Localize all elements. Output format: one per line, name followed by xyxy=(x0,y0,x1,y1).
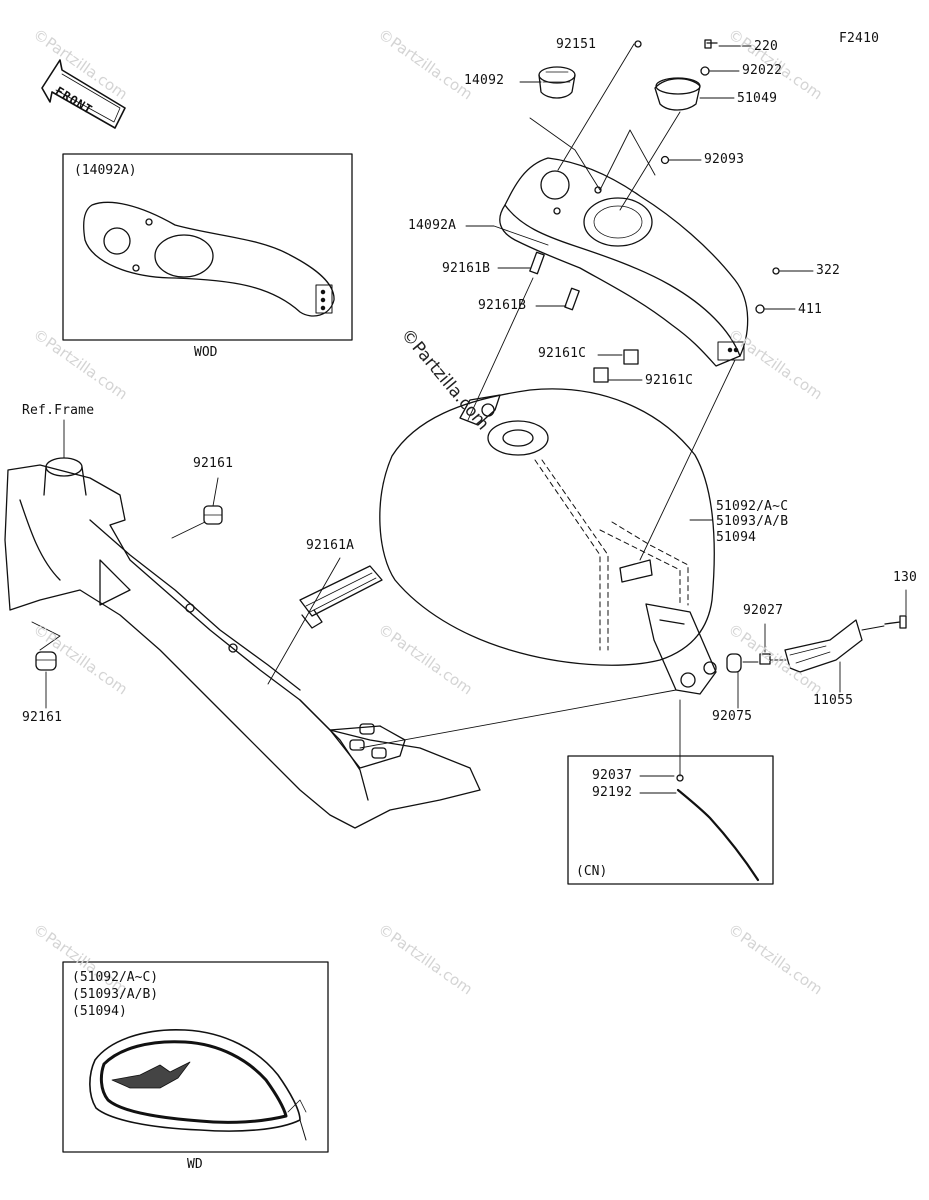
inset-wd-line3: (51094) xyxy=(72,1004,127,1019)
pad-92161a-part xyxy=(299,565,383,629)
label-51093: 51093/A/B xyxy=(716,514,789,529)
tank-bracket-part xyxy=(645,603,717,695)
label-11055: 11055 xyxy=(813,693,854,708)
tank-cover-14092a-part xyxy=(499,157,749,367)
label-92161a: 92161A xyxy=(306,538,355,553)
label-411: 411 xyxy=(798,302,823,317)
label-92161-bottom: 92161 xyxy=(22,710,63,725)
inset-wod-title: (14092A) xyxy=(74,163,137,178)
label-130: 130 xyxy=(893,570,918,585)
grommet-92075 xyxy=(726,653,742,673)
pad-92161c-1 xyxy=(623,349,639,365)
mount-rubber-92161-top xyxy=(203,505,223,525)
label-92151: 92151 xyxy=(556,37,597,52)
washer-411 xyxy=(755,304,765,314)
diagram-code: F2410 xyxy=(839,31,880,46)
hose-92192 xyxy=(676,788,760,882)
label-92037: 92037 xyxy=(592,768,633,783)
leader-lines xyxy=(31,43,907,794)
label-92192: 92192 xyxy=(592,785,633,800)
label-92093: 92093 xyxy=(704,152,745,167)
label-92161b-1: 92161B xyxy=(442,261,491,276)
screw-220 xyxy=(704,39,718,49)
label-92161c-1: 92161C xyxy=(538,346,587,361)
fuel-tank-wd-drawing xyxy=(89,1028,307,1141)
label-14092a: 14092A xyxy=(408,218,457,233)
strip-92161b-2 xyxy=(564,287,580,311)
label-322: 322 xyxy=(816,263,841,278)
label-92161c-2: 92161C xyxy=(645,373,694,388)
label-51094: 51094 xyxy=(716,530,757,545)
collar-92027 xyxy=(759,653,771,665)
inset-wod-caption: WOD xyxy=(194,345,218,360)
inset-wd-line1: (51092/A~C) xyxy=(72,970,159,985)
pad-92161c-2 xyxy=(593,367,609,383)
tank-cover-wod-drawing xyxy=(83,201,335,317)
front-arrow-icon xyxy=(41,59,126,129)
nut-92022 xyxy=(700,66,710,76)
inset-wd-box xyxy=(62,961,329,1153)
label-51049: 51049 xyxy=(737,91,778,106)
nut-92093 xyxy=(660,155,670,165)
inset-wd-line2: (51093/A/B) xyxy=(72,987,159,1002)
label-14092: 14092 xyxy=(464,73,505,88)
screw-92151 xyxy=(634,40,642,48)
inset-wod-box xyxy=(62,153,353,341)
strip-92161b-1 xyxy=(529,251,545,275)
bolt-130 xyxy=(884,615,907,629)
bracket-11055-part xyxy=(784,619,863,673)
label-92161b-2: 92161B xyxy=(478,298,527,313)
fuel-cap-part xyxy=(538,66,576,99)
cap-51049-part xyxy=(654,77,701,111)
inset-cn-caption: (CN) xyxy=(576,864,608,879)
label-51092: 51092/A~C xyxy=(716,499,789,514)
label-220: 220 xyxy=(754,39,779,54)
bolt-322 xyxy=(772,267,780,275)
inset-wd-caption: WD xyxy=(187,1157,203,1172)
fuel-tank-part xyxy=(379,388,715,666)
inset-cn-box xyxy=(567,755,774,885)
label-92027: 92027 xyxy=(743,603,784,618)
label-92075: 92075 xyxy=(712,709,753,724)
label-92161-top: 92161 xyxy=(193,456,234,471)
mount-rubber-92161-bottom xyxy=(35,651,57,671)
label-ref-frame: Ref.Frame xyxy=(22,403,95,418)
label-92022: 92022 xyxy=(742,63,783,78)
